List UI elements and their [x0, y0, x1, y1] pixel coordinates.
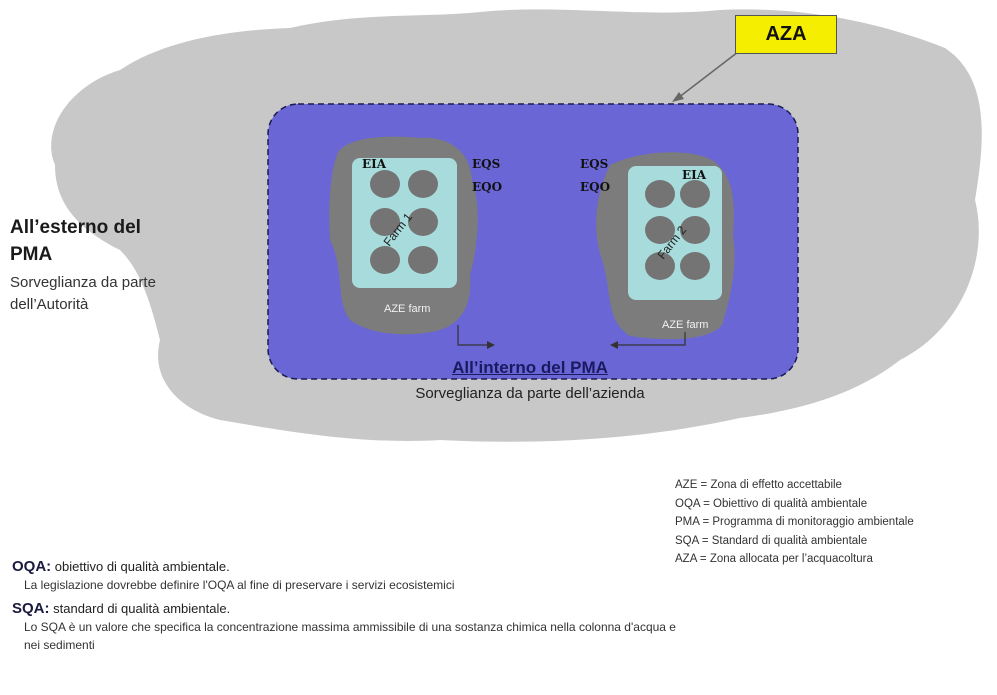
definition-oqa: OQA: obiettivo di qualità ambientale. La… — [12, 558, 692, 594]
farm2-eqs-label: EQS — [580, 157, 608, 171]
outside-pma-subtitle: Sorveglianza da parte dell’Autorità — [10, 274, 156, 313]
farm2-cage-1 — [645, 180, 675, 208]
farm1-cage-group — [370, 170, 438, 274]
farm1-cage-5 — [370, 246, 400, 274]
farm2-eia-label: EIA — [682, 168, 707, 182]
definition-oqa-label: obiettivo di qualità ambientale. — [54, 559, 230, 574]
definition-sqa: SQA: standard di qualità ambientale. Lo … — [12, 600, 692, 654]
legend-item-oqa: OQA = Obiettivo di qualità ambientale — [675, 497, 868, 510]
farm1-cage-1 — [370, 170, 400, 198]
farm1-aze-label: AZE farm — [384, 303, 430, 315]
farm1-cage-2 — [408, 170, 438, 198]
farm1-eqs-label: EQS — [472, 157, 500, 171]
definition-sqa-label: standard di qualità ambientale. — [53, 601, 231, 616]
outside-pma-title: All’esterno del PMA — [10, 217, 141, 265]
legend-item-sqa: SQA = Standard di qualità ambientale — [675, 534, 868, 547]
farm1-monitoring-arrow — [457, 325, 490, 346]
farm2-aze-label: AZE farm — [662, 319, 708, 331]
aza-label-box: AZA — [735, 15, 837, 54]
farm1-eqo-label: EQO — [472, 180, 502, 194]
farm1-eia-label: EIA — [362, 157, 387, 171]
legend-item-aze: AZE = Zona di effetto accettabile — [675, 479, 842, 491]
farm2-eqo-label: EQO — [580, 180, 610, 194]
farm2-cage-6 — [680, 252, 710, 280]
aza-pointer-arrowhead — [672, 92, 684, 102]
inside-pma-subtitle: Sorveglianza da parte dell’azienda — [415, 385, 645, 402]
farm2-cage-2 — [680, 180, 710, 208]
farm1-cage-3 — [370, 208, 400, 236]
farm2-monitoring-arrowhead — [610, 341, 618, 349]
abbreviation-legend: AZE = Zona di effetto accettabile OQA = … — [675, 476, 914, 569]
farm2-cage-3 — [645, 216, 675, 244]
farm1-cage-4 — [408, 208, 438, 236]
aza-pointer-arrow — [677, 51, 739, 99]
farm2-cage-4 — [680, 216, 710, 244]
definition-sqa-text: Lo SQA è un valore che specifica la conc… — [24, 620, 676, 652]
farm2-cage-5 — [645, 252, 675, 280]
definitions-section: OQA: obiettivo di qualità ambientale. La… — [12, 558, 692, 660]
definition-oqa-text: La legislazione dovrebbe definire l'OQA … — [24, 578, 455, 592]
inside-pma-title: All’interno del PMA — [452, 358, 608, 377]
legend-item-aza: AZA = Zona allocata per l’acquacoltura — [675, 553, 873, 565]
farm2-cage-group — [645, 180, 710, 280]
farm1-cage-6 — [408, 246, 438, 274]
aquaculture-zone-diagram: EIA EQS EQO Farm 1 AZE farm EIA EQS EQO … — [51, 9, 982, 442]
farm2-monitoring-arrow — [615, 332, 686, 346]
farm1-monitoring-arrowhead — [487, 341, 495, 349]
definition-oqa-term: OQA: — [12, 558, 52, 575]
definition-sqa-term: SQA: — [12, 600, 50, 617]
legend-item-pma: PMA = Programma di monitoraggio ambienta… — [675, 516, 914, 528]
